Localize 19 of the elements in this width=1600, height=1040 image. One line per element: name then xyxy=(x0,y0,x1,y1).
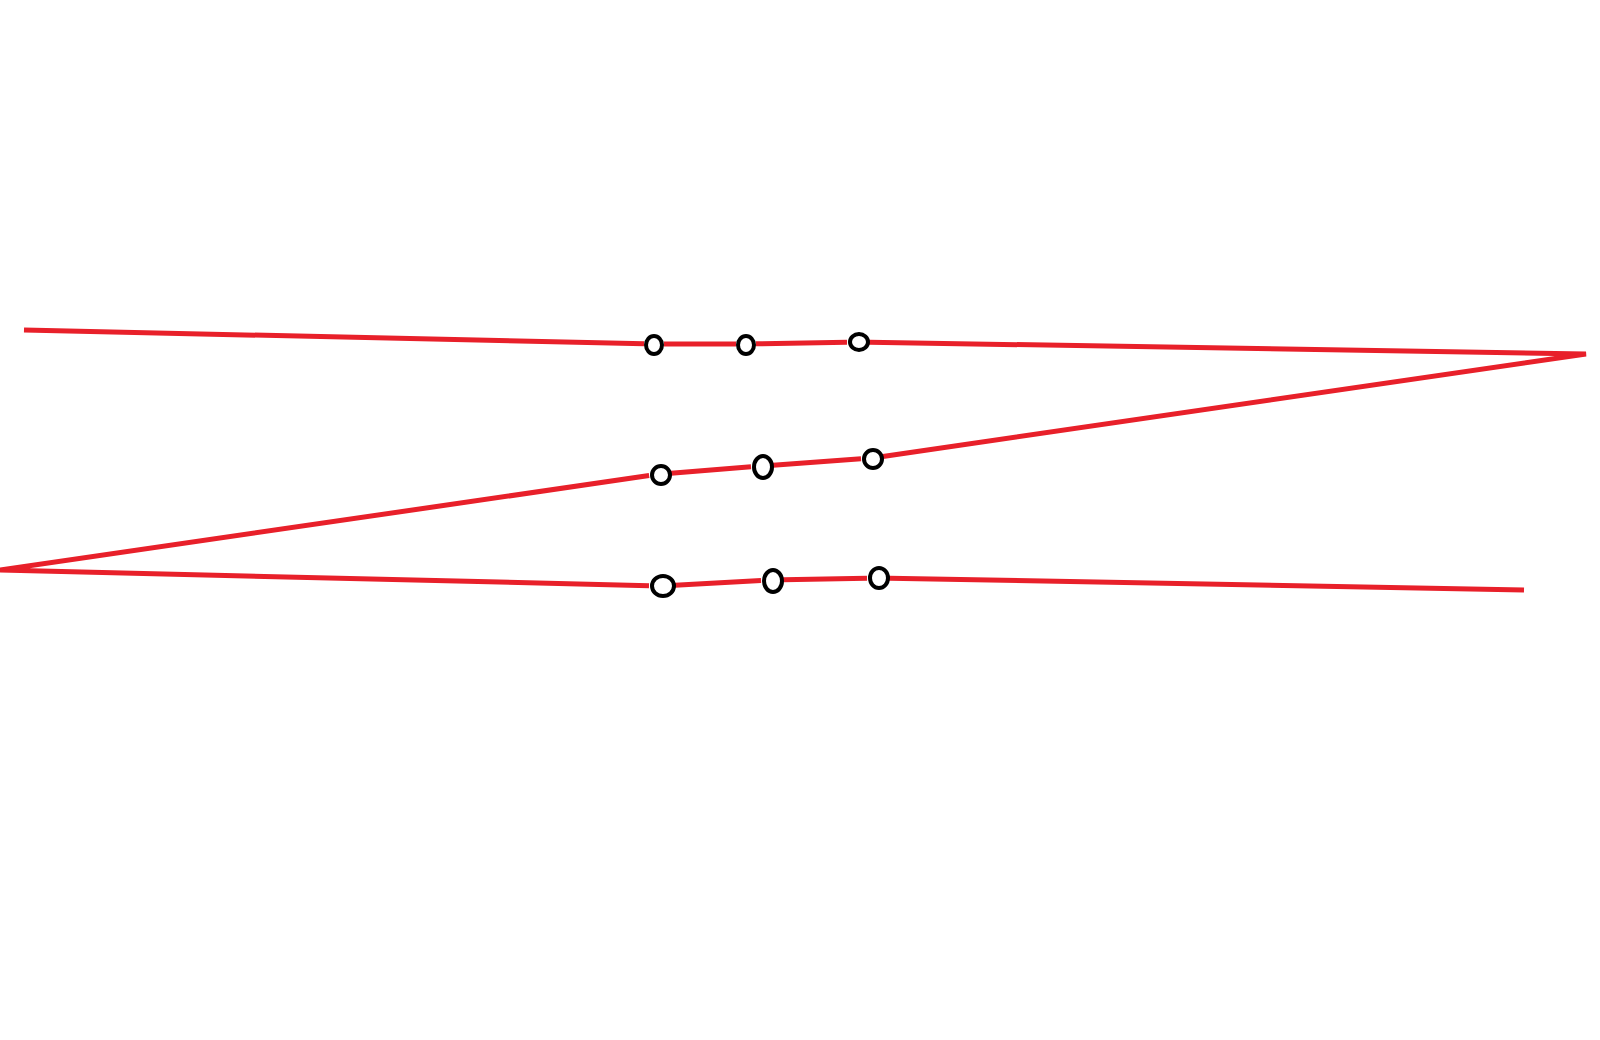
ring-marker xyxy=(649,463,671,485)
line-segment xyxy=(674,578,762,588)
line-segment xyxy=(755,339,848,347)
ring-marker xyxy=(867,566,889,590)
ring-marker xyxy=(861,447,883,469)
ring-marker xyxy=(736,333,756,355)
line-segment xyxy=(782,575,868,583)
line-segment xyxy=(868,339,1589,459)
ring-marker xyxy=(847,332,869,352)
line-segment xyxy=(888,575,1525,593)
ring-marker xyxy=(761,567,783,593)
line-segment xyxy=(0,473,650,589)
line-segment xyxy=(23,327,645,347)
ring-marker xyxy=(644,333,664,355)
line-segment xyxy=(670,464,752,476)
ring-marker xyxy=(751,453,773,479)
line-segment xyxy=(664,341,736,347)
ring-marker xyxy=(649,574,675,598)
line-segment xyxy=(772,456,862,468)
